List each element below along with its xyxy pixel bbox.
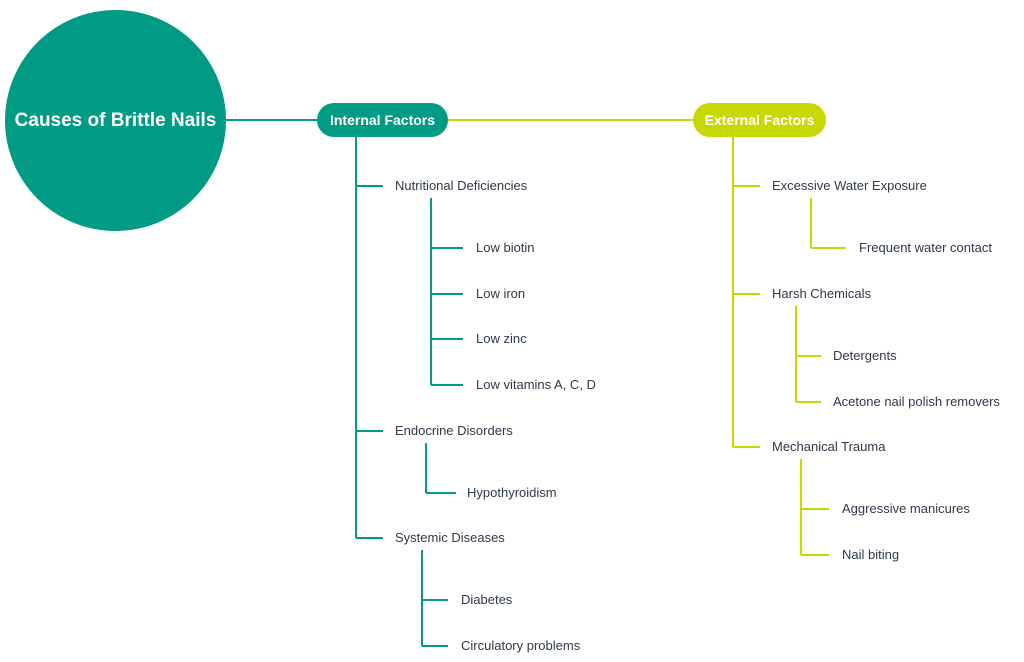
- internal-item-diabetes[interactable]: Diabetes: [461, 592, 513, 607]
- external-group-excessive-water-exposure[interactable]: Excessive Water Exposure: [772, 178, 927, 193]
- external-group-harsh-chemicals[interactable]: Harsh Chemicals: [772, 286, 871, 301]
- branch-internal-label: Internal Factors: [329, 112, 436, 128]
- external-group-mechanical-trauma[interactable]: Mechanical Trauma: [772, 439, 886, 454]
- external-item-acetone-removers[interactable]: Acetone nail polish removers: [833, 394, 1000, 409]
- branch-external-factors[interactable]: External Factors: [693, 103, 826, 137]
- internal-item-hypothyroidism[interactable]: Hypothyroidism: [467, 485, 557, 500]
- internal-item-low-biotin[interactable]: Low biotin: [476, 240, 535, 255]
- external-item-detergents[interactable]: Detergents: [833, 348, 897, 363]
- internal-item-low-vitamins[interactable]: Low vitamins A, C, D: [476, 377, 596, 392]
- internal-group-nutritional-deficiencies[interactable]: Nutritional Deficiencies: [395, 178, 528, 193]
- internal-item-low-iron[interactable]: Low iron: [476, 286, 526, 301]
- internal-item-low-zinc[interactable]: Low zinc: [476, 331, 527, 346]
- external-item-aggressive-manicures[interactable]: Aggressive manicures: [842, 501, 970, 516]
- branch-internal-factors[interactable]: Internal Factors: [317, 103, 448, 137]
- external-item-nail-biting[interactable]: Nail biting: [842, 547, 900, 562]
- internal-group-systemic-diseases[interactable]: Systemic Diseases: [395, 530, 505, 545]
- root-node[interactable]: Causes of Brittle Nails: [5, 10, 226, 231]
- branch-external-label: External Factors: [704, 112, 815, 128]
- internal-group-endocrine-disorders[interactable]: Endocrine Disorders: [395, 423, 513, 438]
- internal-item-circulatory-problems[interactable]: Circulatory problems: [461, 638, 581, 653]
- root-node-label: Causes of Brittle Nails: [14, 109, 217, 131]
- external-item-frequent-water-contact[interactable]: Frequent water contact: [859, 240, 992, 255]
